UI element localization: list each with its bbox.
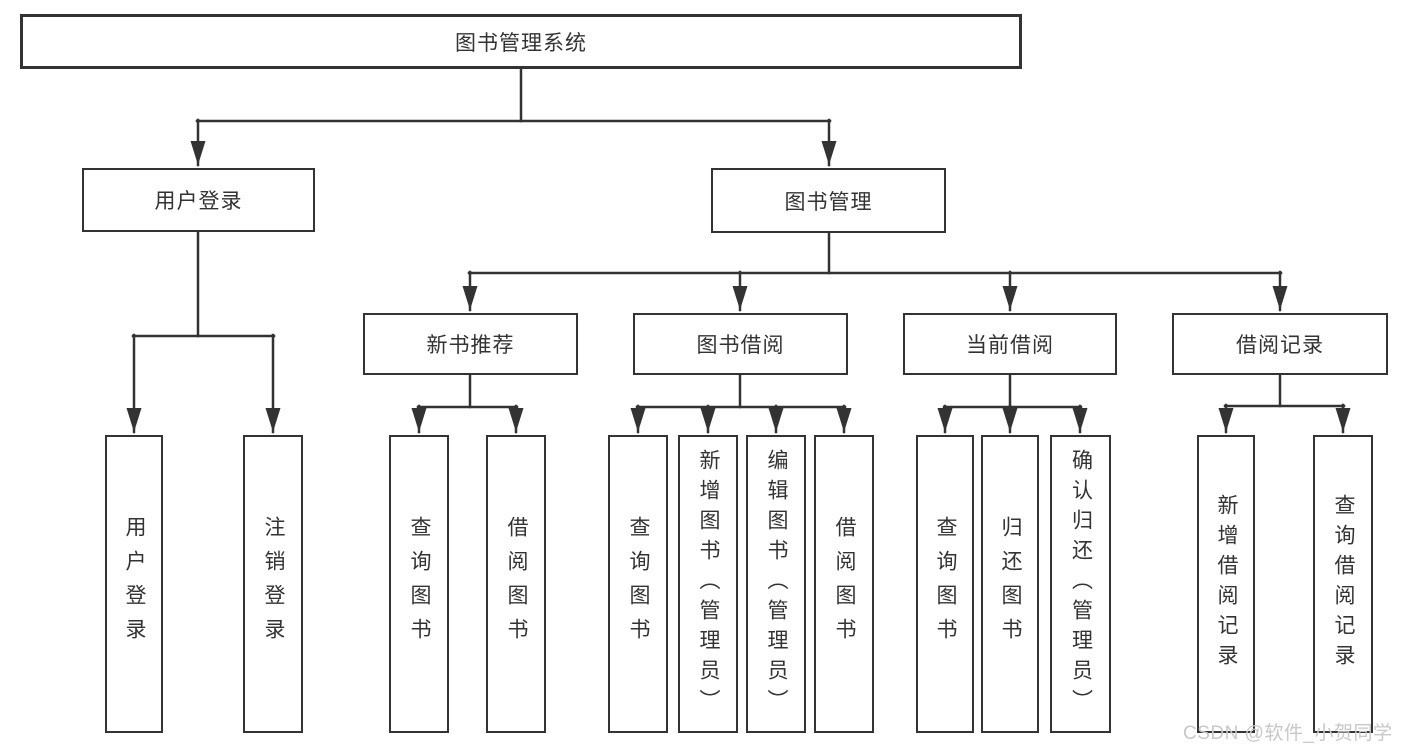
leaf-query-books-newbook-label: 查询图书 bbox=[408, 516, 432, 652]
leaf-return-books: 归还图书 bbox=[981, 435, 1039, 733]
leaf-return-books-label: 归还图书 bbox=[999, 516, 1023, 652]
leaf-logout: 注销登录 bbox=[243, 435, 303, 733]
leaf-query-books-newbook: 查询图书 bbox=[389, 435, 449, 733]
leaf-borrow-books-newbook-label: 借阅图书 bbox=[505, 516, 529, 652]
leaf-confirm-return-admin: 确认归还（管理员） bbox=[1050, 435, 1111, 733]
connector-borrow-records-to-leaves bbox=[1218, 373, 1351, 434]
leaf-query-borrow-record: 查询借阅记录 bbox=[1313, 435, 1373, 733]
connector-root-to-level2 bbox=[190, 67, 837, 167]
leaf-borrow-books-label: 借阅图书 bbox=[833, 516, 857, 652]
leaf-user-login-label: 用户登录 bbox=[123, 516, 147, 652]
leaf-query-books-borrow: 查询图书 bbox=[608, 435, 668, 733]
node-new-book-recommend: 新书推荐 bbox=[363, 313, 578, 375]
leaf-add-books-admin: 新增图书（管理员） bbox=[678, 435, 738, 733]
node-user-login-label: 用户登录 bbox=[154, 190, 243, 213]
connector-new-book-to-leaves bbox=[411, 373, 524, 434]
leaf-query-books-borrow-label: 查询图书 bbox=[627, 516, 651, 652]
node-book-management: 图书管理 bbox=[711, 168, 946, 233]
leaf-query-books-current: 查询图书 bbox=[916, 435, 974, 733]
leaf-query-books-current-label: 查询图书 bbox=[934, 516, 958, 652]
leaf-user-login: 用户登录 bbox=[105, 435, 163, 733]
leaf-edit-books-admin-label: 编辑图书（管理员） bbox=[765, 449, 789, 719]
connector-user-login-to-leaves bbox=[126, 230, 281, 434]
leaf-confirm-return-admin-label: 确认归还（管理员） bbox=[1069, 449, 1093, 719]
node-root-system-label: 图书管理系统 bbox=[455, 31, 587, 55]
csdn-watermark: CSDN @软件_小贺同学 bbox=[1183, 723, 1393, 744]
node-borrow-records: 借阅记录 bbox=[1172, 313, 1388, 375]
leaf-add-borrow-record: 新增借阅记录 bbox=[1197, 435, 1255, 733]
connector-book-borrow-to-leaves bbox=[630, 373, 852, 434]
node-new-book-recommend-label: 新书推荐 bbox=[426, 334, 515, 357]
leaf-borrow-books: 借阅图书 bbox=[814, 435, 874, 733]
node-book-borrow-label: 图书借阅 bbox=[696, 334, 785, 357]
connector-book-mgmt-to-level3 bbox=[462, 231, 1288, 312]
node-current-borrow-label: 当前借阅 bbox=[966, 334, 1054, 357]
leaf-add-borrow-record-label: 新增借阅记录 bbox=[1215, 494, 1239, 674]
leaf-query-borrow-record-label: 查询借阅记录 bbox=[1332, 494, 1356, 674]
node-current-borrow: 当前借阅 bbox=[903, 313, 1117, 375]
leaf-add-books-admin-label: 新增图书（管理员） bbox=[697, 449, 721, 719]
node-root-system: 图书管理系统 bbox=[20, 14, 1022, 69]
leaf-logout-label: 注销登录 bbox=[262, 516, 286, 652]
node-user-login: 用户登录 bbox=[82, 168, 315, 232]
leaf-borrow-books-newbook: 借阅图书 bbox=[486, 435, 546, 733]
node-borrow-records-label: 借阅记录 bbox=[1236, 334, 1324, 357]
leaf-edit-books-admin: 编辑图书（管理员） bbox=[746, 435, 806, 733]
node-book-management-label: 图书管理 bbox=[784, 190, 873, 214]
node-book-borrow: 图书借阅 bbox=[633, 313, 848, 375]
connector-current-borrow-to-leaves bbox=[937, 373, 1088, 434]
